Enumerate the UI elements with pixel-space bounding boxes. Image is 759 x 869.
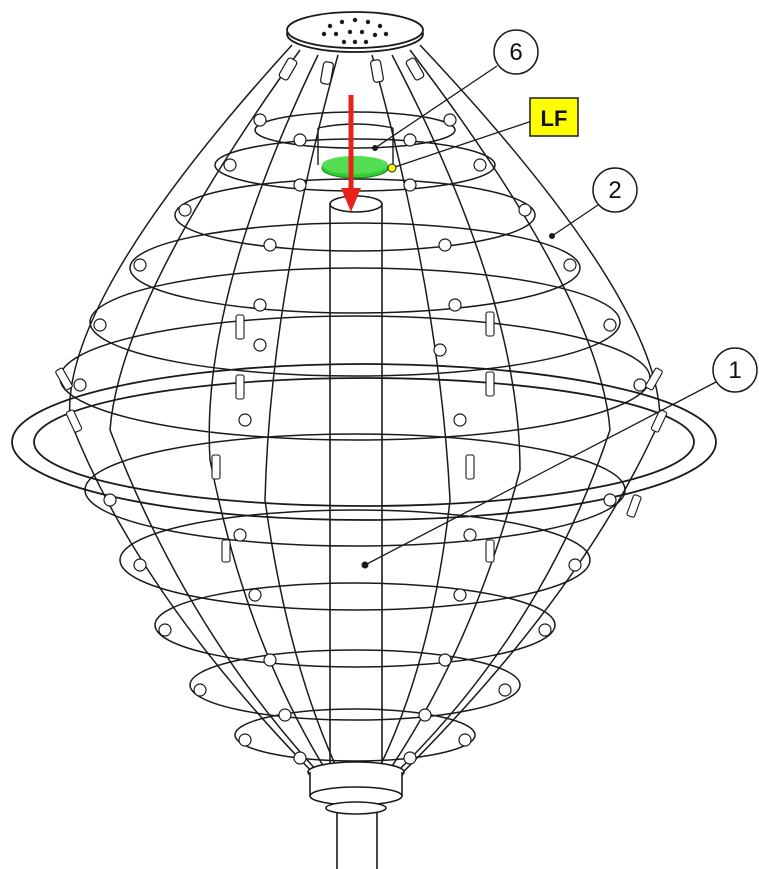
rope-knots — [73, 113, 647, 765]
top-fittings — [278, 57, 425, 85]
lf-tag-label: LF — [541, 106, 568, 131]
callout-2-label: 2 — [608, 177, 621, 204]
callout-6: 6 — [493, 29, 539, 75]
vertical-ropes — [68, 44, 661, 796]
callout-1: 1 — [712, 347, 758, 393]
callout-2: 2 — [592, 167, 638, 213]
callout-1-label: 1 — [728, 357, 741, 384]
callout-6-label: 6 — [509, 39, 522, 66]
red-down-arrow — [341, 95, 361, 212]
top-cap-plate — [286, 11, 424, 53]
central-mast — [329, 195, 383, 869]
outer-ring — [11, 363, 717, 521]
lf-tag: LF — [529, 97, 579, 137]
highlighted-disc — [321, 156, 389, 179]
bottom-collar — [307, 761, 405, 815]
side-turnbuckles — [55, 311, 668, 563]
leader-dots — [361, 145, 555, 569]
leader-lines — [364, 65, 717, 566]
lf-pointer-dot — [387, 163, 397, 173]
